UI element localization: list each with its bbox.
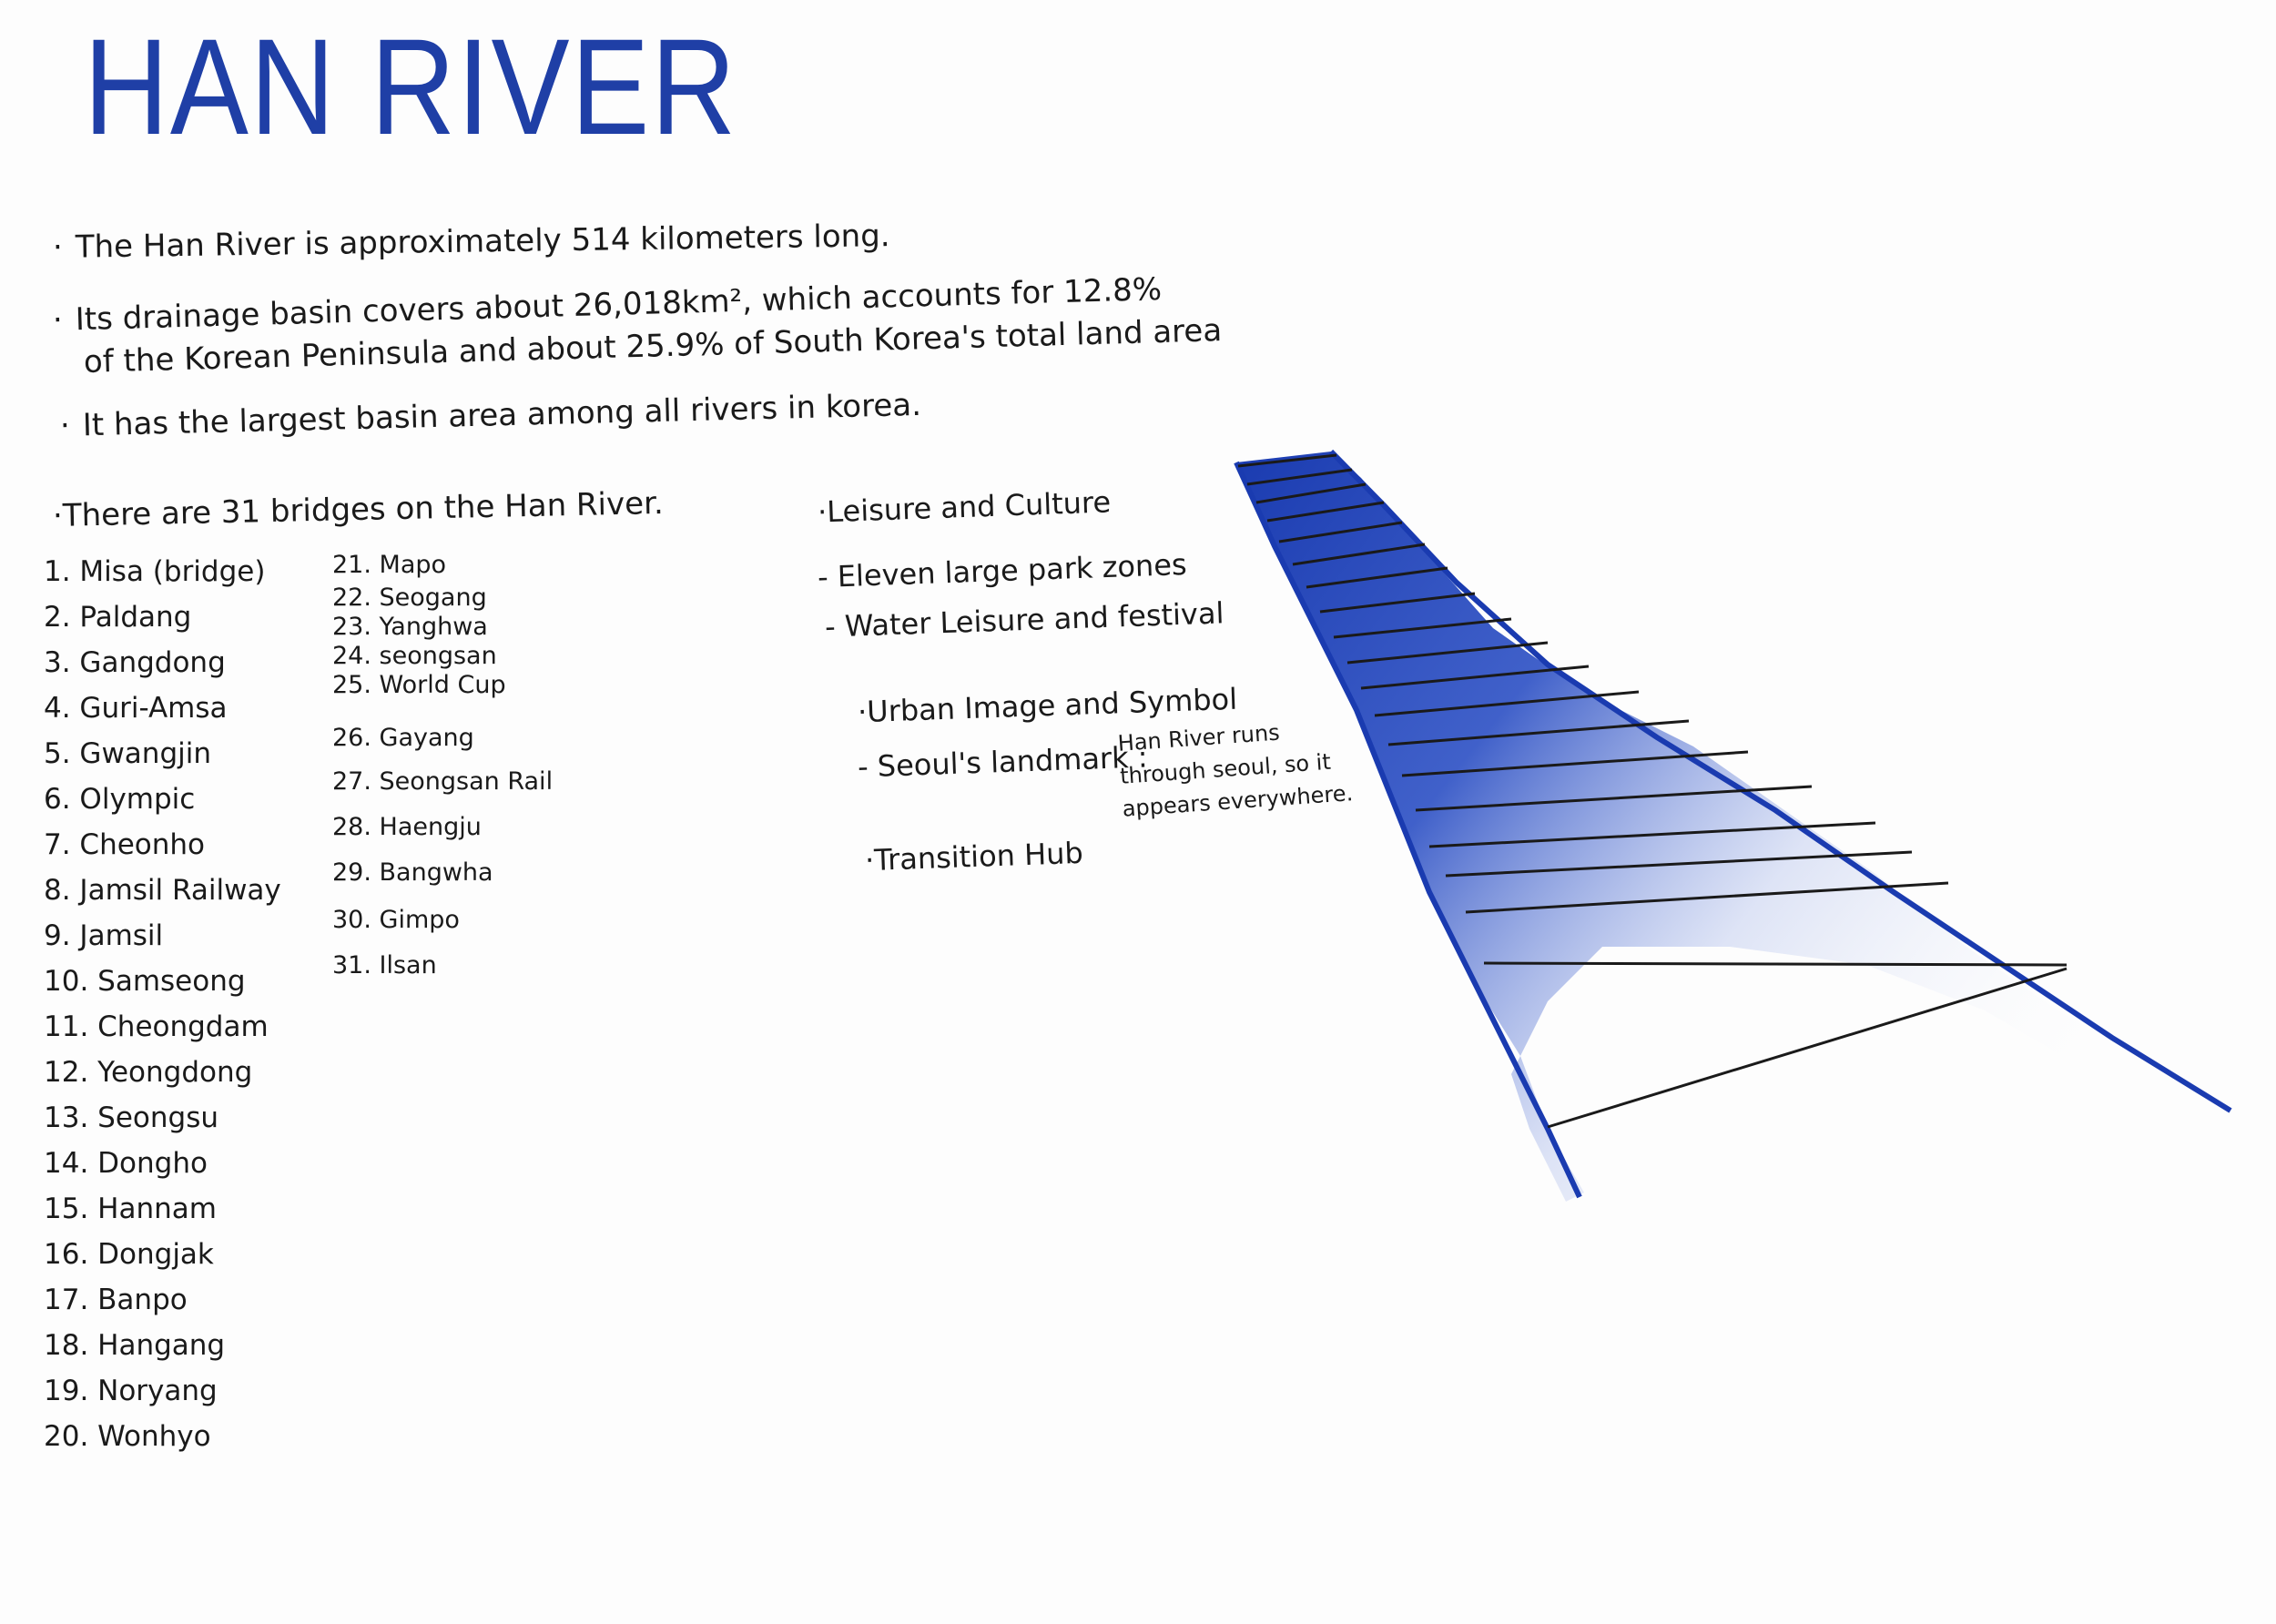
bridge-line xyxy=(1278,521,1403,543)
list-item: 15. Hannam xyxy=(44,1193,217,1225)
list-item: 23. Yanghwa xyxy=(332,613,488,641)
bridge-line xyxy=(1255,482,1367,504)
bridge-line xyxy=(1547,967,2068,1129)
list-item: 19. Noryang xyxy=(44,1375,218,1407)
bridge-line xyxy=(1237,453,1337,468)
bridge-line xyxy=(1445,850,1913,878)
list-item: 17. Banpo xyxy=(44,1284,188,1316)
bridge-line xyxy=(1465,881,1949,914)
list-item: 1. Misa (bridge) xyxy=(44,555,266,588)
river-shape xyxy=(1236,452,2230,1202)
list-item: 28. Haengju xyxy=(332,813,482,841)
bridge-line xyxy=(1306,566,1448,589)
list-item: 29. Bangwha xyxy=(332,858,493,887)
bridge-line xyxy=(1374,690,1640,717)
river-bridges xyxy=(1237,453,2068,1129)
list-item: 3. Gangdong xyxy=(44,646,226,679)
list-item: 12. Yeongdong xyxy=(44,1056,253,1089)
river-left-bank xyxy=(1234,461,1582,1199)
list-item: 30. Gimpo xyxy=(332,906,460,934)
list-item: 25. World Cup xyxy=(332,671,506,699)
list-item: 24. seongsan xyxy=(332,642,497,670)
bridge-line xyxy=(1415,785,1813,812)
list-item: 27. Seongsan Rail xyxy=(332,767,554,796)
list-item: 13. Seongsu xyxy=(44,1101,218,1134)
list-item: 20. Wonhyo xyxy=(44,1420,211,1453)
poster-title: HAN RIVER xyxy=(84,10,737,163)
bridge-line xyxy=(1246,468,1353,486)
bridge-line xyxy=(1428,821,1876,848)
bridge-line xyxy=(1266,501,1385,523)
list-item: 11. Cheongdam xyxy=(44,1010,269,1043)
bridge-line xyxy=(1292,543,1426,566)
bridge-line xyxy=(1360,665,1590,690)
list-item: 26. Gayang xyxy=(332,724,474,752)
list-item: 7. Cheonho xyxy=(44,828,206,861)
list-item: 14. Dongho xyxy=(44,1147,208,1180)
list-item: 5. Gwangjin xyxy=(44,737,212,770)
bridge-line xyxy=(1319,592,1476,614)
list-item: 4. Guri-Amsa xyxy=(44,692,228,725)
bridge-line xyxy=(1333,617,1512,639)
bridge-line xyxy=(1401,750,1749,777)
bridge-line xyxy=(1387,719,1690,746)
bridge-line xyxy=(1346,641,1549,665)
list-item: 21. Mapo xyxy=(332,551,447,579)
list-item: 10. Samseong xyxy=(44,965,246,998)
list-item: 6. Olympic xyxy=(44,783,196,816)
bridge-line xyxy=(1483,961,2068,967)
list-item: 9. Jamsil xyxy=(44,919,164,952)
list-item: 31. Ilsan xyxy=(332,951,437,979)
list-item: 2. Paldang xyxy=(44,601,192,634)
list-item: 16. Dongjak xyxy=(44,1238,214,1271)
list-item: 18. Hangang xyxy=(44,1329,226,1362)
list-item: 8. Jamsil Railway xyxy=(44,874,281,907)
list-item: 22. Seogang xyxy=(332,584,487,612)
